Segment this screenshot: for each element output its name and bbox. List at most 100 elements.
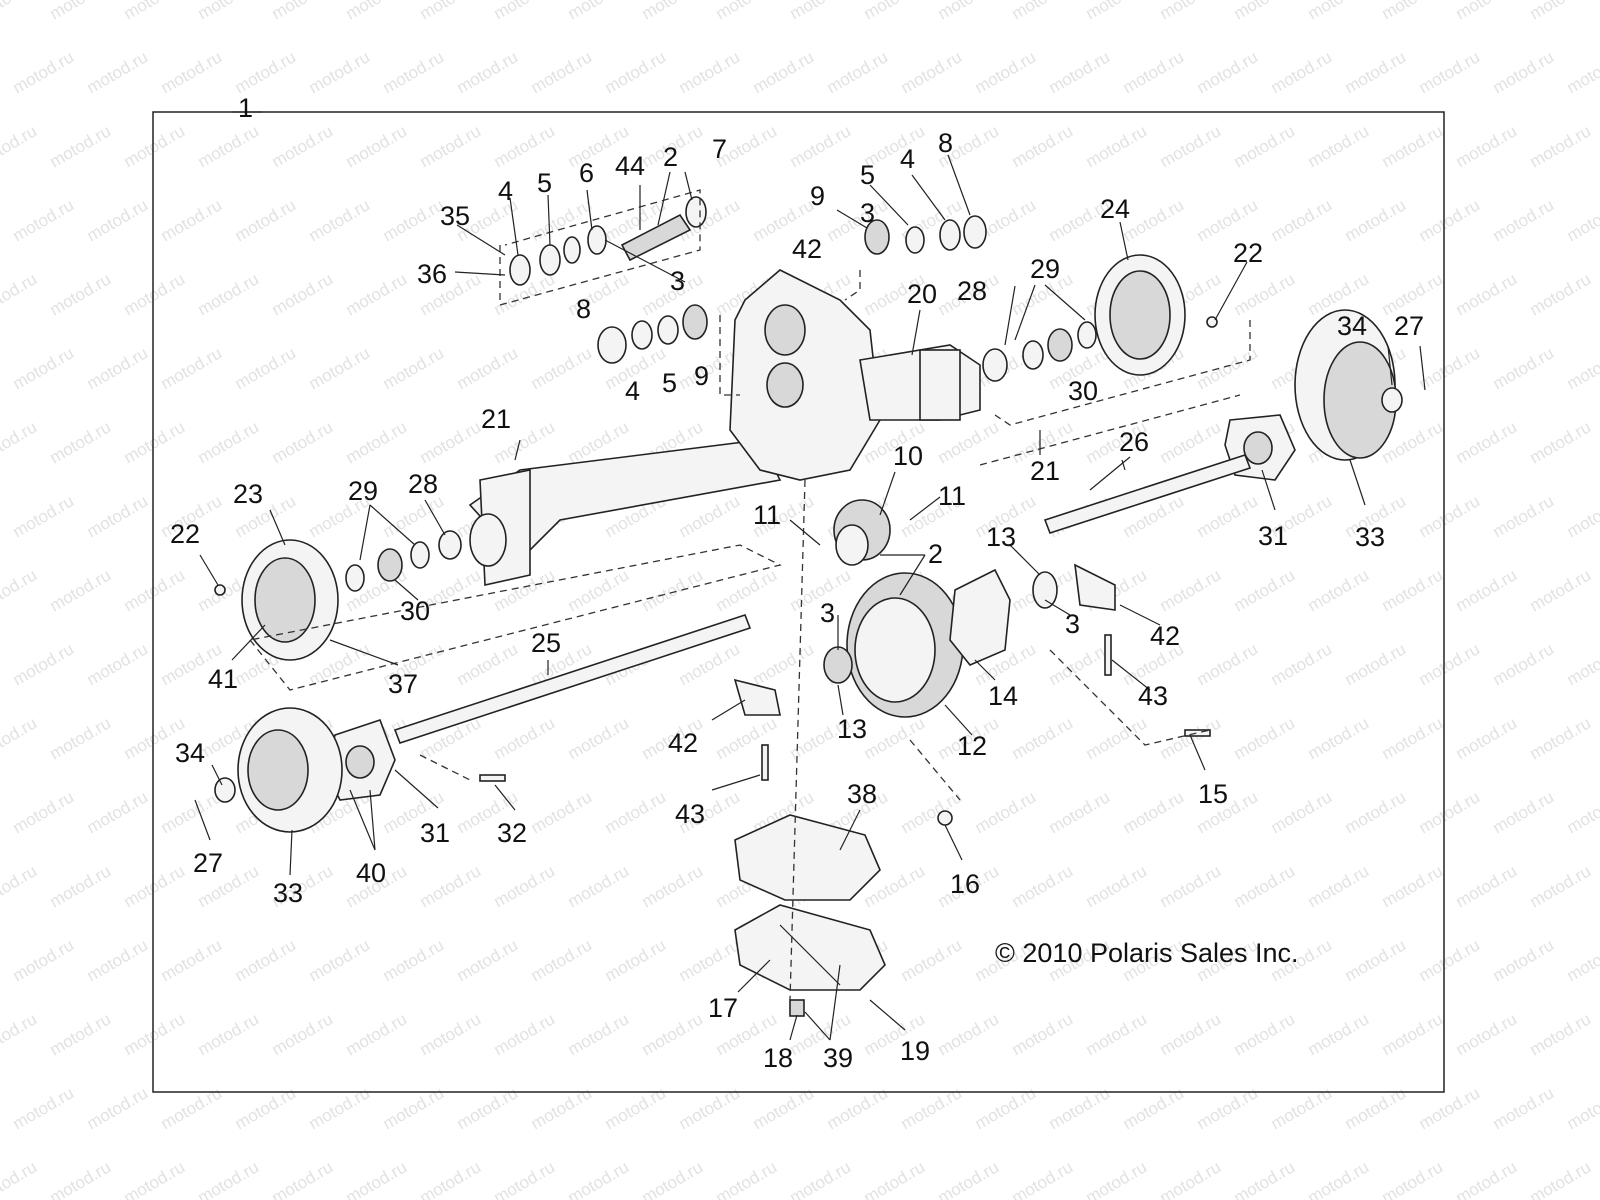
watermark-text: motod.ru (1564, 195, 1600, 245)
pinion-shaft (587, 196, 707, 262)
watermark-text: motod.ru (787, 121, 855, 171)
callout-21: 21 (481, 404, 511, 434)
watermark-text: motod.ru (1379, 861, 1447, 911)
watermark-text: motod.ru (676, 935, 744, 985)
watermark-text: motod.ru (232, 47, 300, 97)
watermark-text: motod.ru (1490, 787, 1558, 837)
watermark-text: motod.ru (1416, 1083, 1484, 1133)
watermark-text: motod.ru (1120, 1083, 1188, 1133)
watermark-text: motod.ru (1046, 1083, 1114, 1133)
watermark-text: motod.ru (1305, 565, 1373, 615)
watermark-text: motod.ru (195, 0, 263, 23)
watermark-text: motod.ru (343, 1157, 411, 1200)
watermark-text: motod.ru (1268, 47, 1336, 97)
watermark-text: motod.ru (0, 1157, 40, 1200)
watermark-text: motod.ru (380, 1083, 448, 1133)
callout-29: 29 (1030, 254, 1060, 284)
watermark-text: motod.ru (158, 1083, 226, 1133)
watermark-text: motod.ru (306, 935, 374, 985)
watermark-text: motod.ru (1416, 935, 1484, 985)
callout-31: 31 (420, 818, 450, 848)
callout-11: 11 (753, 500, 781, 530)
watermark-text: motod.ru (0, 1009, 40, 1059)
watermark-text: motod.ru (1564, 935, 1600, 985)
watermark-text: motod.ru (306, 195, 374, 245)
watermark-text: motod.ru (491, 121, 559, 171)
watermark-text: motod.ru (1083, 861, 1151, 911)
watermark-text: motod.ru (676, 1083, 744, 1133)
watermark-text: motod.ru (195, 269, 263, 319)
watermark-text: motod.ru (1157, 565, 1225, 615)
callout-31: 31 (1258, 521, 1288, 551)
callout-13: 13 (986, 522, 1016, 552)
watermark-text: motod.ru (528, 195, 596, 245)
watermark-text: motod.ru (787, 0, 855, 23)
right-seal-stack (982, 321, 1097, 382)
watermark-text: motod.ru (750, 47, 818, 97)
watermark-text: motod.ru (1231, 713, 1299, 763)
watermark-text: motod.ru (10, 343, 78, 393)
watermark-text: motod.ru (158, 935, 226, 985)
watermark-text: motod.ru (713, 0, 781, 23)
watermark-text: motod.ru (1416, 195, 1484, 245)
callout-4: 4 (900, 144, 915, 174)
axle-housing (468, 269, 981, 586)
watermark-text: motod.ru (195, 1009, 263, 1059)
bearing-rings-top-left (509, 236, 708, 364)
watermark-text: motod.ru (84, 195, 152, 245)
watermark-text: motod.ru (1416, 639, 1484, 689)
watermark-text: motod.ru (676, 491, 744, 541)
watermark-text: motod.ru (84, 935, 152, 985)
watermark-text: motod.ru (565, 1009, 633, 1059)
watermark-text: motod.ru (1490, 195, 1558, 245)
callout-34: 34 (1337, 311, 1367, 341)
watermark-text: motod.ru (417, 861, 485, 911)
watermark-text: motod.ru (454, 47, 522, 97)
callout-22: 22 (1233, 238, 1263, 268)
watermark-text: motod.ru (491, 1009, 559, 1059)
watermark-text: motod.ru (861, 0, 929, 23)
callout-20: 20 (907, 279, 937, 309)
callout-3: 3 (860, 198, 875, 228)
callout-labels: 1 2 2 3 3 3 3 4 4 4 5 5 5 6 7 8 8 9 9 10… (170, 93, 1424, 1073)
callout-14: 14 (988, 681, 1018, 711)
left-seal-stack (345, 530, 462, 592)
watermark-text: motod.ru (1157, 1157, 1225, 1200)
callout-5: 5 (860, 160, 875, 190)
watermark-text: motod.ru (380, 343, 448, 393)
watermark-text: motod.ru (417, 0, 485, 23)
watermark-text: motod.ru (1157, 861, 1225, 911)
watermark-text: motod.ru (1379, 1157, 1447, 1200)
watermark-text: motod.ru (1564, 491, 1600, 541)
watermark-text: motod.ru (1490, 343, 1558, 393)
watermark-text: motod.ru (158, 343, 226, 393)
watermark-text: motod.ru (1379, 1009, 1447, 1059)
callout-9: 9 (810, 181, 825, 211)
watermark-text: motod.ru (1194, 343, 1262, 393)
brake-backing-plate-right (1094, 254, 1186, 376)
callout-11: 11 (938, 481, 966, 511)
watermark-text: motod.ru (565, 713, 633, 763)
watermark-text: motod.ru (232, 195, 300, 245)
callout-19: 19 (900, 1036, 930, 1066)
callout-33: 33 (1355, 522, 1385, 552)
watermark-text: motod.ru (454, 1083, 522, 1133)
watermark-text: motod.ru (47, 269, 115, 319)
brake-drum-right (1294, 309, 1403, 461)
callout-28: 28 (408, 469, 438, 499)
watermark-text: motod.ru (1231, 565, 1299, 615)
watermark-text: motod.ru (1453, 269, 1521, 319)
callout-4: 4 (498, 176, 513, 206)
watermark-text: motod.ru (84, 343, 152, 393)
callout-5: 5 (537, 168, 552, 198)
watermark-text: motod.ru (1305, 1009, 1373, 1059)
watermark-text: motod.ru (1157, 0, 1225, 23)
watermark-text: motod.ru (1046, 639, 1114, 689)
watermark-text: motod.ru (1416, 491, 1484, 541)
watermark-text: motod.ru (824, 1083, 892, 1133)
watermark-text: motod.ru (824, 47, 892, 97)
watermark-text: motod.ru (380, 935, 448, 985)
watermark-text: motod.ru (713, 1157, 781, 1200)
watermark-text: motod.ru (565, 269, 633, 319)
